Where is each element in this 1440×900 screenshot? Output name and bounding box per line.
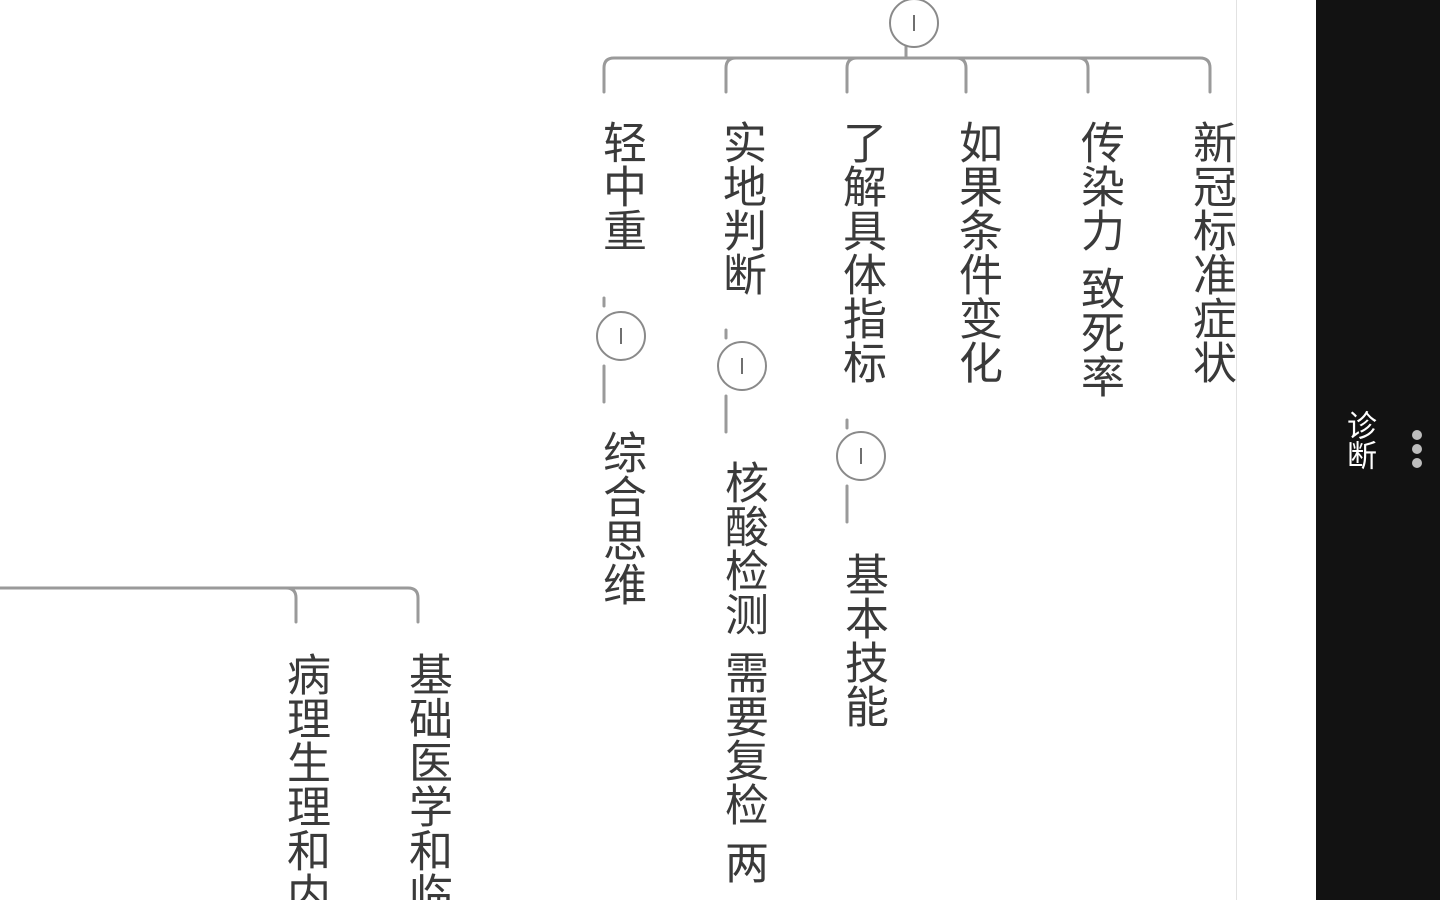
- collapse-root-button[interactable]: [889, 0, 939, 48]
- collapse-minus-icon: [741, 358, 743, 374]
- node-field-judgment[interactable]: 实地判断: [715, 120, 766, 296]
- connector-top-bracket: [602, 56, 1212, 94]
- node-new-crown-symptoms[interactable]: 新冠标准症状: [1185, 120, 1236, 384]
- connector-lower-bracket: [0, 586, 420, 624]
- collapse-specific-indicators-button[interactable]: [836, 431, 886, 481]
- collapse-minus-icon: [860, 448, 862, 464]
- connector-tick-field-judgment: [724, 56, 738, 94]
- node-basic-skills[interactable]: 基本技能: [837, 552, 888, 728]
- node-condition-change[interactable]: 如果条件变化: [951, 120, 1002, 384]
- side-title: 诊断: [1341, 410, 1376, 470]
- more-dot: [1412, 444, 1422, 454]
- node-nucleic-acid[interactable]: 核酸检测 需要复检 两: [717, 460, 768, 884]
- collapse-field-judgment-button[interactable]: [717, 341, 767, 391]
- connector-tick-specific-indicators: [845, 56, 859, 94]
- collapse-severity-button[interactable]: [596, 311, 646, 361]
- node-basic-medicine[interactable]: 基础医学和临: [401, 652, 452, 900]
- connector-tick-condition-change: [954, 56, 968, 94]
- mindmap-canvas[interactable]: 新冠标准症状 传染力 致死率 如果条件变化 了解具体指标 实地判断 轻中重 基本…: [0, 0, 1316, 900]
- node-severity[interactable]: 轻中重: [595, 120, 646, 252]
- node-pathophysiology[interactable]: 病理生理和内: [279, 652, 330, 900]
- more-vertical-icon[interactable]: [1398, 424, 1438, 476]
- node-comprehensive-thinking[interactable]: 综合思维: [595, 430, 646, 606]
- connector-lower-tick: [284, 586, 298, 624]
- connector-tick-transmissibility: [1076, 56, 1090, 94]
- node-specific-indicators[interactable]: 了解具体指标: [835, 120, 886, 384]
- more-dot: [1412, 458, 1422, 468]
- collapse-minus-icon: [620, 328, 622, 344]
- canvas-edge-divider: [1236, 0, 1237, 900]
- more-dot: [1412, 430, 1422, 440]
- node-transmissibility[interactable]: 传染力 致死率: [1073, 120, 1124, 398]
- collapse-minus-icon: [913, 15, 915, 31]
